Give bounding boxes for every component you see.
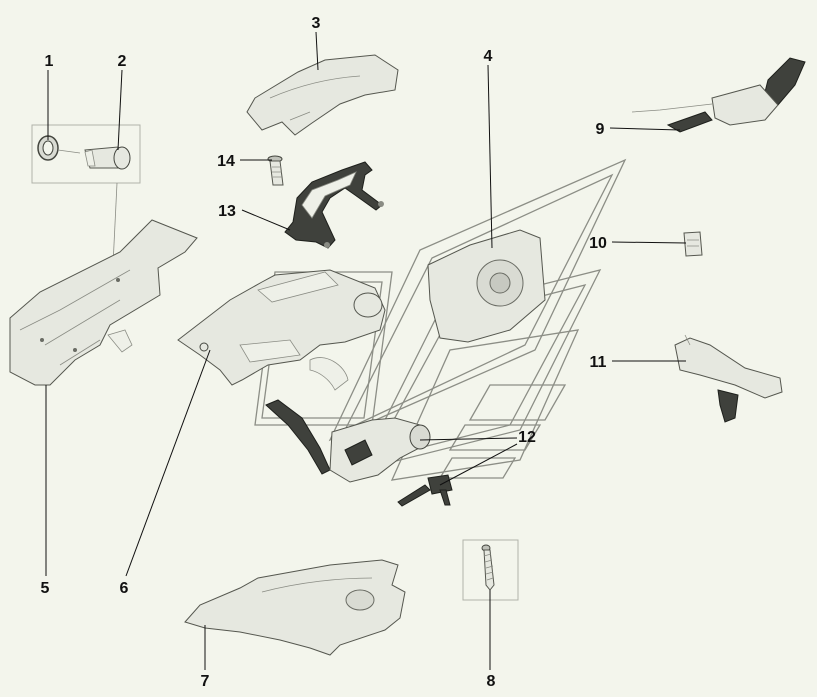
key-2 — [439, 489, 451, 506]
key-1 — [397, 484, 431, 507]
part-2-lock-cylinder — [84, 146, 131, 266]
callout-4: 4 — [484, 48, 493, 65]
callout-2: 2 — [118, 53, 127, 70]
part-11-light-stalk — [674, 334, 783, 423]
callout-3: 3 — [312, 15, 321, 32]
callout-7: 7 — [201, 673, 210, 690]
callout-11: 11 — [590, 354, 607, 371]
callout-5: 5 — [41, 580, 50, 597]
leader-lines — [45, 31, 687, 670]
callout-6: 6 — [120, 580, 129, 597]
part-4-panel — [427, 229, 546, 343]
part-12-ignition-switch — [265, 399, 453, 507]
callout-10: 10 — [589, 235, 607, 252]
part-10-connector — [683, 231, 703, 257]
callout-8: 8 — [487, 673, 496, 690]
callout-13: 13 — [218, 203, 236, 220]
part-14-bolt — [267, 155, 284, 186]
part-7-lower-shroud — [184, 559, 406, 656]
callout-labels: 1 2 3 4 5 6 7 8 9 10 11 12 13 14 — [41, 15, 607, 690]
part-9-wiper-stalk — [631, 57, 806, 133]
part-5-mounting-frame — [9, 219, 198, 386]
part-13-bracket — [284, 161, 384, 249]
callout-14: 14 — [217, 153, 235, 170]
part-1-2-detail-box — [31, 124, 141, 184]
part-3-upper-shroud — [246, 54, 399, 136]
callout-1: 1 — [45, 53, 54, 70]
part-6-steering-column — [177, 269, 386, 391]
callout-12: 12 — [518, 429, 536, 446]
callout-9: 9 — [596, 121, 605, 138]
